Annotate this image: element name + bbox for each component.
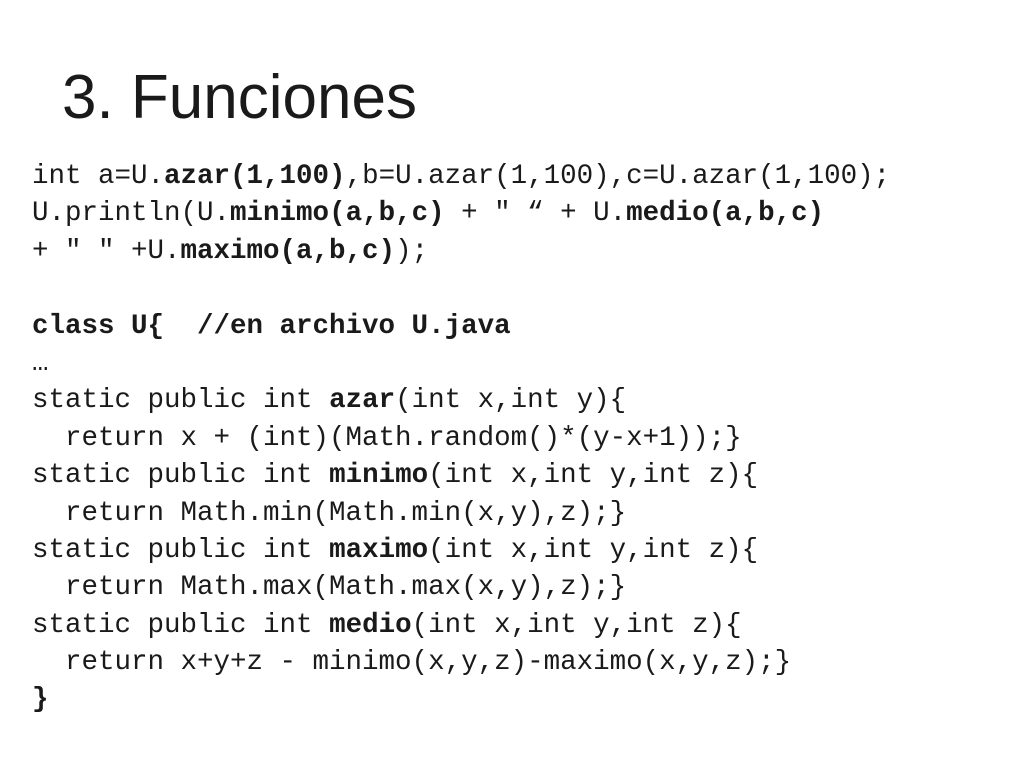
code-token: ); (395, 235, 429, 267)
slide-title: 3. Funciones (62, 63, 417, 132)
code-token-bold: } (32, 684, 49, 716)
code-token-bold: minimo(a,b,c) (230, 198, 445, 230)
code-line: return Math.min(Math.min(x,y),z);} (32, 495, 1017, 532)
code-line: int a=U.azar(1,100),b=U.azar(1,100),c=U.… (32, 158, 1017, 195)
code-token-bold: class U{ //en archivo U.java (32, 310, 511, 342)
code-token: … (32, 347, 49, 379)
code-line: … (32, 345, 1017, 382)
code-line: class U{ //en archivo U.java (32, 308, 1017, 345)
code-line: return Math.max(Math.max(x,y),z);} (32, 569, 1017, 606)
code-token: return Math.min(Math.min(x,y),z);} (32, 497, 627, 529)
code-line: return x + (int)(Math.random()*(y-x+1));… (32, 420, 1017, 457)
code-token-bold: azar(1,100) (164, 161, 346, 192)
code-token: ,b=U.azar(1,100),c=U.azar(1,100); (345, 161, 891, 192)
code-token: (int x,int y){ (395, 385, 627, 417)
code-token: return x+y+z - minimo(x,y,z)-maximo(x,y,… (32, 647, 792, 679)
code-token-bold: medio (329, 609, 412, 641)
code-token: return x + (int)(Math.random()*(y-x+1));… (32, 422, 742, 454)
code-token: int a=U. (32, 161, 165, 192)
code-line: static public int minimo(int x,int y,int… (32, 457, 1017, 494)
code-token-bold: maximo(a,b,c) (180, 235, 396, 267)
code-token-bold: maximo (329, 534, 429, 566)
code-line: + " " +U.maximo(a,b,c)); (32, 233, 1017, 270)
code-token: return Math.max(Math.max(x,y),z);} (32, 572, 627, 604)
code-token: static public int (32, 460, 330, 492)
code-token: static public int (32, 534, 330, 566)
code-line: U.println(U.minimo(a,b,c) + " “ + U.medi… (32, 195, 1017, 232)
code-token: (int x,int y,int z){ (411, 609, 742, 641)
code-token-bold: minimo (329, 460, 429, 492)
code-token: static public int (32, 609, 330, 641)
code-block: int a=U.azar(1,100),b=U.azar(1,100),c=U.… (32, 158, 1017, 719)
code-token: (int x,int y,int z){ (428, 460, 759, 492)
code-token-bold: medio(a,b,c) (626, 198, 825, 230)
code-line: static public int maximo(int x,int y,int… (32, 532, 1017, 569)
code-line (32, 270, 1017, 307)
code-token: static public int (32, 385, 330, 417)
code-token: + " “ + U. (444, 198, 627, 230)
code-line: } (32, 681, 1017, 718)
code-line: static public int medio(int x,int y,int … (32, 607, 1017, 644)
code-line: static public int azar(int x,int y){ (32, 382, 1017, 419)
code-token-bold: azar (329, 385, 396, 417)
code-token: (int x,int y,int z){ (428, 534, 759, 566)
code-token: U.println(U. (32, 198, 231, 230)
code-line: return x+y+z - minimo(x,y,z)-maximo(x,y,… (32, 644, 1017, 681)
code-token: + " " +U. (32, 235, 181, 267)
